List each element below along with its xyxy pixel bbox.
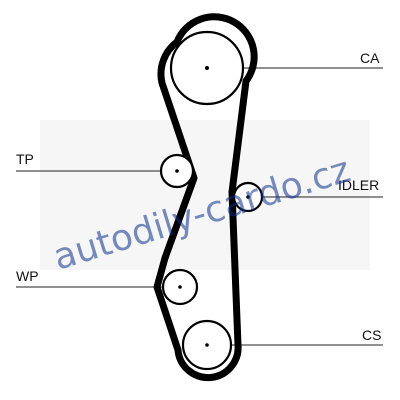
timing-belt (153, 13, 258, 382)
water-pump-hub (178, 285, 182, 289)
idler-hub (246, 195, 250, 199)
tensioner-hub (175, 169, 179, 173)
label-tp: TP (16, 151, 34, 167)
label-cs: CS (362, 327, 381, 343)
label-idler: IDLER (338, 177, 379, 193)
label-wp: WP (16, 268, 39, 284)
camshaft-hub (205, 66, 209, 70)
label-ca: CA (360, 50, 380, 66)
crankshaft-hub (205, 343, 209, 347)
background-panel (40, 120, 370, 270)
